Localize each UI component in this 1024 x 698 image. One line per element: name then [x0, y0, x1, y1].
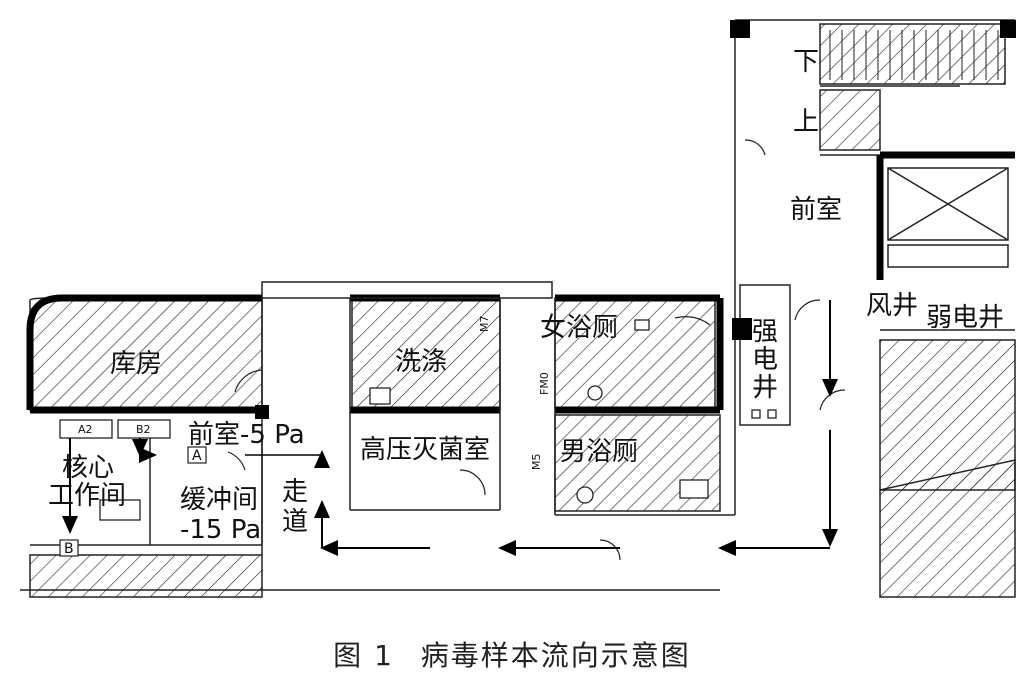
figure-title: 病毒样本流向示意图 — [420, 639, 691, 672]
label-qiangdian-1: 强 — [752, 317, 778, 347]
label-hexin-2: 工作间 — [48, 481, 126, 511]
label-xidi: 洗涤 — [395, 347, 447, 377]
label-ruodianjing: 弱电井 — [926, 303, 1004, 333]
marker-a2: A2 — [78, 423, 93, 436]
label-zoudao-2: 道 — [282, 507, 308, 537]
marker-b2: B2 — [136, 423, 151, 436]
equipment — [59, 319, 777, 521]
label-qianshi-top: 前室 — [790, 195, 842, 225]
figure-number: 图 1 — [333, 639, 394, 672]
marker-boxes — [59, 446, 207, 557]
label-zoudao-1: 走 — [282, 477, 308, 507]
label-hexin-1: 核心 — [62, 453, 114, 483]
label-nvyuce: 女浴厕 — [540, 313, 618, 343]
marker-b: B — [64, 541, 74, 557]
label-huanchong-1: 缓冲间 — [180, 485, 258, 515]
label-nanyuce: 男浴厕 — [560, 437, 638, 467]
marker-a: A — [192, 448, 202, 464]
label-xia: 下 — [793, 47, 819, 77]
thin-walls — [20, 19, 1015, 591]
columns — [255, 20, 1016, 419]
label-qiangdian-2: 电 — [752, 345, 778, 375]
label-shang: 上 — [793, 107, 819, 137]
label-fengjing: 风井 — [866, 291, 918, 321]
label-kufang: 库房 — [110, 349, 162, 379]
marker-m5: M5 — [530, 454, 543, 471]
label-gaoya: 高压灭菌室 — [360, 435, 490, 465]
flow-arrows — [62, 300, 838, 556]
floor-plan: 库房 洗涤 女浴厕 男浴厕 高压灭菌室 前室 风井 弱电井 强 电 井 下 上 … — [20, 19, 1016, 598]
label-qianshi-pa: 前室-5 Pa — [188, 420, 305, 450]
label-qiangdian-3: 井 — [752, 373, 778, 403]
label-huanchong-2: -15 Pa — [180, 515, 261, 545]
marker-fm: FM0 — [538, 372, 551, 395]
stair-treads — [829, 30, 999, 80]
door-swings — [227, 139, 846, 561]
figure-caption: 图 1 病毒样本流向示意图 — [0, 634, 1024, 674]
marker-m7: M7 — [478, 316, 491, 333]
